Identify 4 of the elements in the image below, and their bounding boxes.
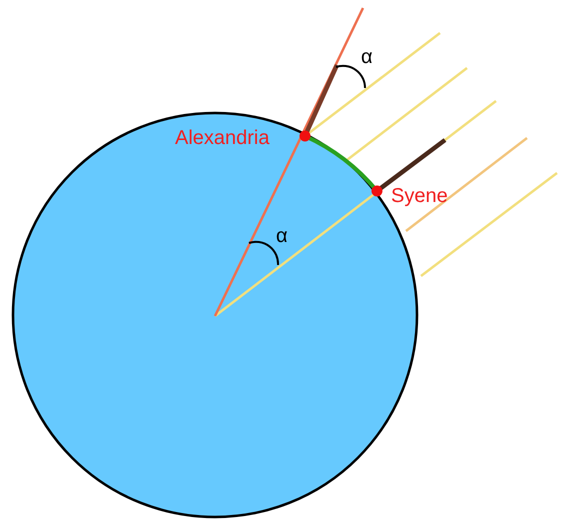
- city-label: Syene: [391, 186, 448, 206]
- angle-label: α: [276, 226, 288, 246]
- city-label: Alexandria: [175, 128, 270, 148]
- angle-label: α: [361, 47, 373, 67]
